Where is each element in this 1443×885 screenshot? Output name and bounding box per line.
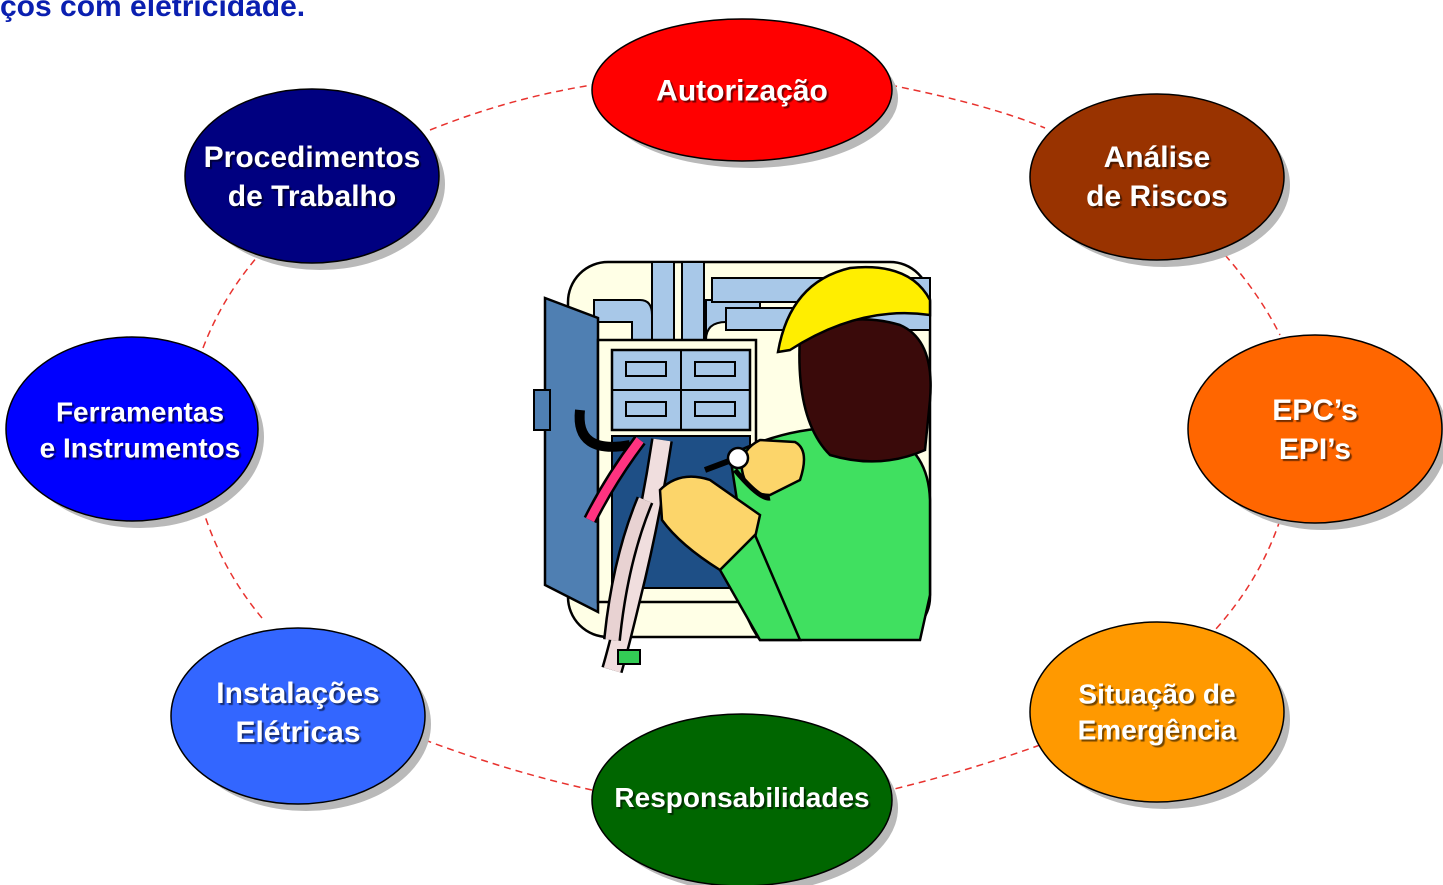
node-procedimentos-line-2: de Trabalho <box>227 180 397 213</box>
node-instalacoes-ellipse <box>170 627 426 805</box>
connector-analise-epc <box>1224 254 1281 336</box>
page-title: ços com eletricidade. <box>0 0 306 23</box>
connector-autorizacao-analise <box>889 84 1046 129</box>
node-situacao-de-emergencia: Situação de Emergência <box>1078 677 1237 750</box>
node-autorizacao: Autorização <box>656 72 828 111</box>
connector-instalacoes-ferramentas <box>202 509 263 619</box>
node-ferramentas-line-2: e Instrumentos <box>39 433 241 464</box>
node-epc-line-1: EPC’s <box>1272 394 1358 427</box>
connector-procedimentos-autorizacao <box>429 84 593 131</box>
connector-ferramentas-procedimentos <box>202 255 259 349</box>
connector-epc-situacao <box>1214 519 1281 631</box>
node-autorizacao-ellipse <box>591 18 893 162</box>
node-situacao-ellipse <box>1029 621 1285 803</box>
connector-responsabilidades-instalacoes <box>424 739 593 791</box>
node-ferramentas-line-1: Ferramentas <box>55 396 225 428</box>
node-epc-ellipse <box>1187 334 1443 524</box>
node-responsabilidades-label: Responsabilidades <box>614 781 870 813</box>
node-responsabilidades-ellipse <box>591 713 893 885</box>
node-procedimentos-de-trabalho: Procedimentos de Trabalho <box>204 138 421 216</box>
node-responsabilidades: Responsabilidades <box>614 780 869 816</box>
electrician-illustration <box>533 260 932 674</box>
connector-ring <box>202 84 1281 791</box>
node-situacao-line-2: Emergência <box>1077 715 1237 746</box>
node-analise-line-1: Análise <box>1103 141 1211 174</box>
node-autorizacao-label: Autorização <box>656 74 828 108</box>
node-shapes <box>5 18 1443 885</box>
node-epc-line-2: EPI’s <box>1278 433 1352 466</box>
node-procedimentos-line-1: Procedimentos <box>203 141 421 174</box>
node-epc-epi: EPC’s EPI’s <box>1272 391 1358 469</box>
node-instalacoes-line-2: Elétricas <box>235 716 361 749</box>
node-instalacoes-eletricas: Instalações Elétricas <box>216 674 379 752</box>
node-analise-ellipse <box>1029 93 1285 261</box>
connector-situacao-responsabilidades <box>889 744 1041 791</box>
node-procedimentos-ellipse <box>184 88 440 264</box>
node-analise-de-riscos: Análise de Riscos <box>1086 138 1228 216</box>
node-situacao-line-1: Situação de <box>1078 678 1236 710</box>
node-ferramentas-ellipse <box>5 336 259 522</box>
node-analise-line-2: de Riscos <box>1086 180 1228 213</box>
node-ferramentas-e-instrumentos: Ferramentas e Instrumentos <box>40 395 241 468</box>
node-instalacoes-line-1: Instalações <box>216 677 380 710</box>
